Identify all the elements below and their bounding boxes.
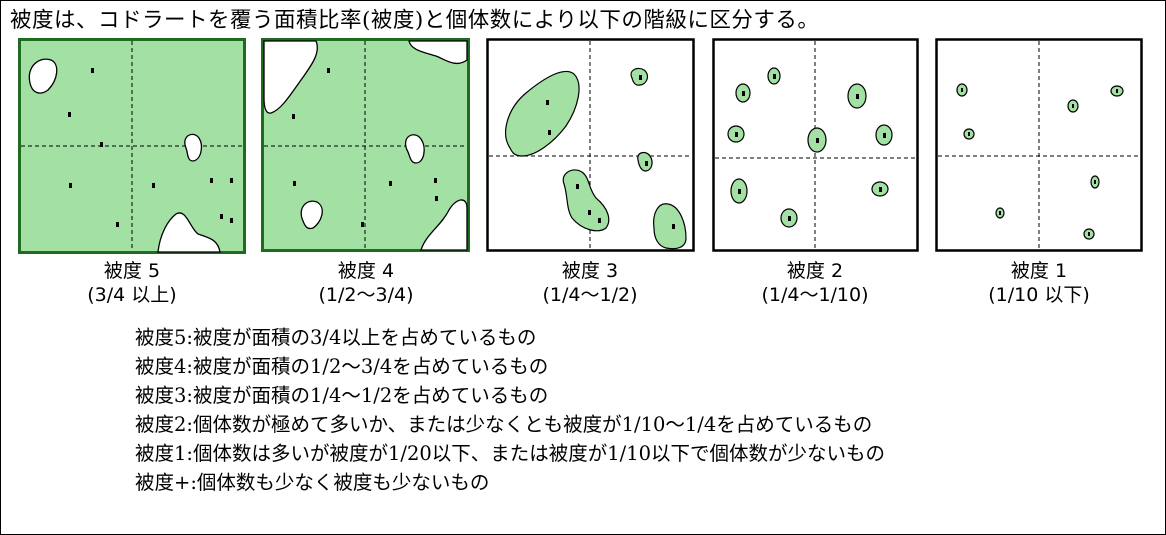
panel-label: 被度 3 bbox=[561, 260, 619, 282]
individual-marks bbox=[68, 68, 233, 227]
quadrat-panel-cover-3 bbox=[486, 38, 695, 252]
quadrat-panel-cover-5 bbox=[18, 38, 246, 254]
figure-heading: 被度は、コドラートを覆う面積比率(被度)と個体数により以下の階級に区分する。 bbox=[10, 8, 820, 33]
panel-label: 被度 2 bbox=[786, 260, 844, 282]
vegetation-patches bbox=[727, 67, 893, 228]
panel-caption-cover-1: 被度 1 (1/10 以下) bbox=[954, 259, 1124, 307]
definition-item: 被度4:被度が面積の1/2～3/4を占めているもの bbox=[135, 355, 549, 378]
vegetation-patch bbox=[637, 151, 653, 172]
vegetation-patch bbox=[653, 203, 687, 250]
definition-item: 被度3:被度が面積の1/4～1/2を占めているもの bbox=[135, 384, 549, 407]
panel-label: 被度 4 bbox=[337, 260, 395, 282]
panel-range: (3/4 以上) bbox=[87, 284, 177, 306]
individual-marks bbox=[735, 74, 886, 221]
panel-caption-cover-4: 被度 4 (1/2～3/4) bbox=[281, 259, 451, 307]
definition-item: 被度+:個体数も少なく被度も少ないもの bbox=[135, 471, 490, 494]
individual-marks bbox=[292, 68, 438, 227]
definition-item: 被度2:個体数が極めて多いか、または少なくとも被度が1/10～1/4を占めている… bbox=[135, 413, 873, 436]
individual-marks bbox=[546, 75, 675, 229]
cover-definitions-list: 被度5:被度が面積の3/4以上を占めているもの 被度4:被度が面積の1/2～3/… bbox=[135, 323, 885, 497]
quadrat-frame bbox=[261, 38, 470, 252]
individual-marks bbox=[961, 88, 1118, 236]
panel-range: (1/4～1/10) bbox=[761, 284, 869, 306]
quadrat-frame bbox=[935, 38, 1143, 252]
panel-label: 被度 5 bbox=[103, 260, 161, 282]
panel-range: (1/4～1/2) bbox=[542, 284, 638, 306]
panel-caption-cover-2: 被度 2 (1/4～1/10) bbox=[730, 259, 900, 307]
bare-patch bbox=[420, 199, 468, 251]
panel-range: (1/2～3/4) bbox=[318, 284, 414, 306]
bare-patch bbox=[28, 58, 58, 94]
bare-patch bbox=[300, 200, 323, 230]
definition-item: 被度1:個体数は多いが被度が1/20以下、または被度が1/10以下で個体数が少な… bbox=[135, 442, 886, 465]
quadrat-panel-cover-2 bbox=[712, 38, 919, 252]
quadrat-panel-cover-1 bbox=[935, 38, 1143, 252]
panel-range: (1/10 以下) bbox=[988, 284, 1090, 306]
bare-patch bbox=[404, 134, 425, 164]
quadrat-panel-cover-4 bbox=[261, 38, 470, 252]
bare-patch bbox=[263, 40, 318, 114]
definition-item: 被度5:被度が面積の3/4以上を占めているもの bbox=[135, 326, 537, 349]
panel-label: 被度 1 bbox=[1010, 260, 1068, 282]
vegetation-patch bbox=[505, 70, 580, 157]
panel-caption-cover-5: 被度 5 (3/4 以上) bbox=[47, 259, 217, 307]
bare-patch bbox=[184, 133, 203, 162]
panel-caption-cover-3: 被度 3 (1/4～1/2) bbox=[505, 259, 675, 307]
bare-patch bbox=[408, 40, 468, 64]
vegetation-patch bbox=[562, 169, 610, 232]
bare-patch bbox=[157, 212, 221, 253]
